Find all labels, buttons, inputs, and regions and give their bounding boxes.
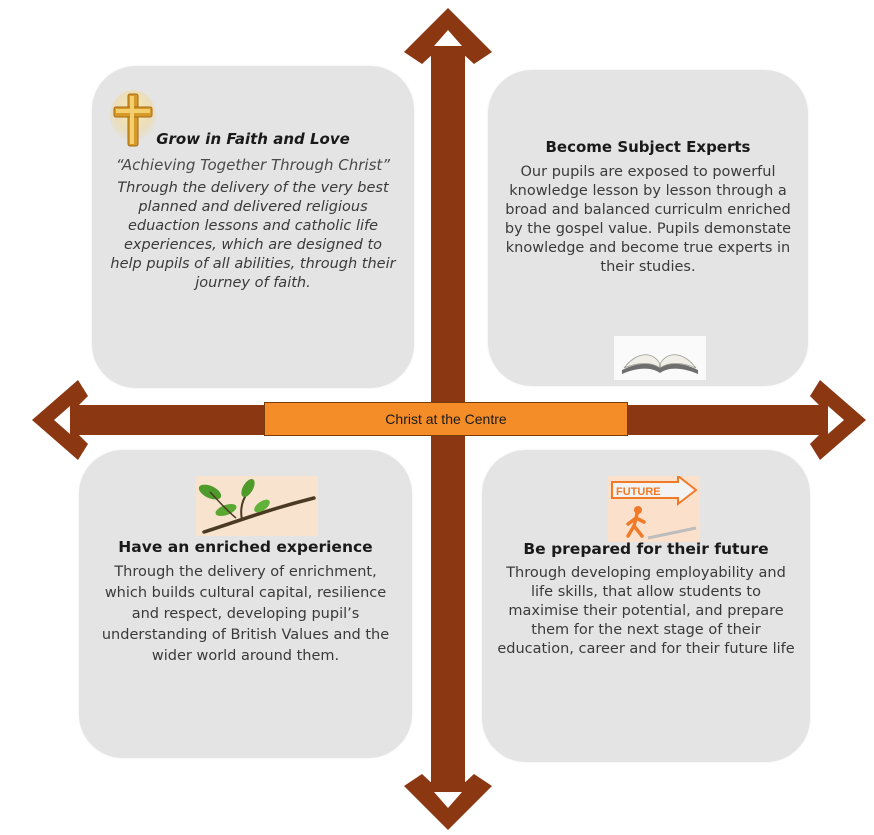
future-walker-icon: FUTURE xyxy=(608,476,700,542)
christ-at-the-centre-banner: Christ at the Centre xyxy=(264,402,628,436)
future-prepared-body-text: Through developing employability and lif… xyxy=(497,565,795,657)
faith-slogan: “Achieving Together Through Christ” xyxy=(115,156,391,174)
branch-icon xyxy=(196,476,318,536)
future-sign-label: FUTURE xyxy=(616,486,661,498)
faith-body-text: Through the delivery of the very best pl… xyxy=(110,180,396,291)
up-arrowhead-inner xyxy=(434,30,462,46)
centre-label: Christ at the Centre xyxy=(385,411,507,427)
cross-icon xyxy=(110,90,156,147)
open-book-icon xyxy=(614,336,706,380)
subject-experts-body-text: Our pupils are exposed to powerful knowl… xyxy=(504,164,792,275)
down-arrowhead-inner xyxy=(434,792,462,808)
enriched-experience-body-text: Through the delivery of enrichment, whic… xyxy=(101,564,390,664)
left-arrowhead-inner xyxy=(54,406,70,434)
grow-in-faith-title: Grow in Faith and Love xyxy=(156,130,350,148)
enriched-experience-title: Have an enriched experience xyxy=(118,538,373,556)
grow-in-faith-card: Grow in Faith and Love “Achieving Togeth… xyxy=(92,66,414,388)
right-arrowhead-inner xyxy=(828,406,844,434)
future-prepared-title: Be prepared for their future xyxy=(523,540,769,558)
subject-experts-card: Become Subject Experts Our pupils are ex… xyxy=(488,70,808,386)
subject-experts-title: Become Subject Experts xyxy=(545,138,751,156)
